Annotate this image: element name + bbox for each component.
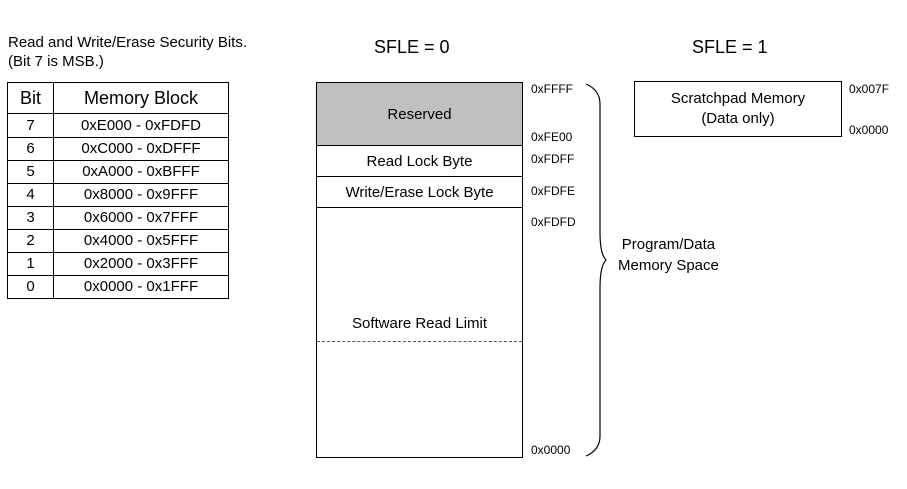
- caption-line-2: (Bit 7 is MSB.): [8, 53, 104, 70]
- scratchpad-memory-box: Scratchpad Memory (Data only): [634, 81, 842, 137]
- software-read-limit-line: [317, 341, 522, 342]
- bit-cell: 3: [7, 206, 54, 230]
- reserved-label: Reserved: [387, 105, 452, 123]
- write-erase-lock-label: Write/Erase Lock Byte: [345, 183, 494, 201]
- brace-path: [585, 83, 607, 457]
- block-cell: 0xA000 - 0xBFFF: [53, 160, 229, 184]
- bit-cell: 4: [7, 183, 54, 207]
- addr-read-lock: 0xFDFF: [531, 152, 575, 166]
- scratchpad-line-1: Scratchpad Memory: [670, 90, 806, 107]
- bit-cell: 2: [7, 229, 54, 253]
- reserved-region: Reserved: [317, 83, 522, 146]
- caption-line-1: Read and Write/Erase Security Bits.: [8, 34, 247, 51]
- security-bits-caption: Read and Write/Erase Security Bits. (Bit…: [8, 33, 247, 71]
- table-row: 3 0x6000 - 0x7FFF: [7, 206, 229, 230]
- block-cell: 0x2000 - 0x3FFF: [53, 252, 229, 276]
- flash-memory-map: Reserved Read Lock Byte Write/Erase Lock…: [316, 82, 523, 458]
- scratchpad-addr-bottom: 0x0000: [849, 123, 889, 137]
- header-bit: Bit: [7, 82, 54, 114]
- read-lock-label: Read Lock Byte: [366, 152, 473, 170]
- header-memory-block: Memory Block: [53, 82, 229, 114]
- security-bits-table: Bit Memory Block 7 0xE000 - 0xFDFD 6 0xC…: [7, 82, 229, 299]
- block-cell: 0x0000 - 0x1FFF: [53, 275, 229, 299]
- addr-write-erase-lock: 0xFDFE: [531, 184, 576, 198]
- bit-cell: 0: [7, 275, 54, 299]
- table-row: 4 0x8000 - 0x9FFF: [7, 183, 229, 207]
- addr-bottom: 0x0000: [531, 443, 571, 457]
- table-row: 5 0xA000 - 0xBFFF: [7, 160, 229, 184]
- bit-cell: 7: [7, 113, 54, 138]
- table-row: 0 0x0000 - 0x1FFF: [7, 275, 229, 299]
- bit-cell: 5: [7, 160, 54, 184]
- block-cell: 0x6000 - 0x7FFF: [53, 206, 229, 230]
- write-erase-lock-byte-region: Write/Erase Lock Byte: [317, 177, 522, 208]
- block-cell: 0xC000 - 0xDFFF: [53, 137, 229, 161]
- table-row: 7 0xE000 - 0xFDFD: [7, 113, 229, 138]
- program-data-brace: [585, 83, 607, 457]
- sfle1-heading: SFLE = 1: [692, 37, 768, 57]
- bit-cell: 1: [7, 252, 54, 276]
- block-cell: 0xE000 - 0xFDFD: [53, 113, 229, 138]
- addr-top: 0xFFFF: [531, 82, 573, 96]
- scratchpad-addr-top: 0x007F: [849, 82, 890, 96]
- read-lock-byte-region: Read Lock Byte: [317, 146, 522, 177]
- software-read-limit-label: Software Read Limit: [351, 315, 488, 332]
- table-row: 2 0x4000 - 0x5FFF: [7, 229, 229, 253]
- addr-program-top: 0xFDFD: [531, 215, 576, 229]
- table-row: 6 0xC000 - 0xDFFF: [7, 137, 229, 161]
- table-header-row: Bit Memory Block: [7, 82, 229, 114]
- brace-label-line-2: Memory Space: [618, 257, 719, 274]
- table-row: 1 0x2000 - 0x3FFF: [7, 252, 229, 276]
- block-cell: 0x4000 - 0x5FFF: [53, 229, 229, 253]
- program-data-memory-space-label: Program/Data Memory Space: [618, 234, 719, 276]
- addr-reserved-bottom: 0xFE00: [531, 130, 573, 144]
- sfle0-heading: SFLE = 0: [374, 37, 450, 57]
- brace-label-line-1: Program/Data: [621, 236, 716, 253]
- bit-cell: 6: [7, 137, 54, 161]
- block-cell: 0x8000 - 0x9FFF: [53, 183, 229, 207]
- scratchpad-line-2: (Data only): [701, 110, 775, 127]
